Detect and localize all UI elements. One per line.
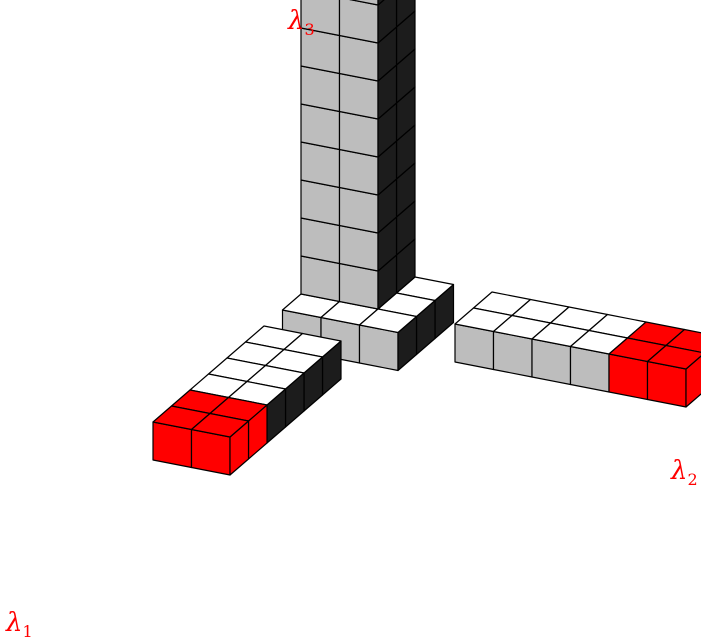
cube-highlighted: [648, 346, 701, 408]
cube-stack: [153, 0, 701, 475]
lambda2-label: λ2: [671, 458, 698, 488]
lambda3-label: λ3: [288, 8, 315, 38]
cube-front-face: [340, 0, 379, 43]
cube: [360, 309, 417, 371]
cube-highlighted: [192, 414, 249, 476]
lambda1-label: λ1: [6, 610, 33, 640]
